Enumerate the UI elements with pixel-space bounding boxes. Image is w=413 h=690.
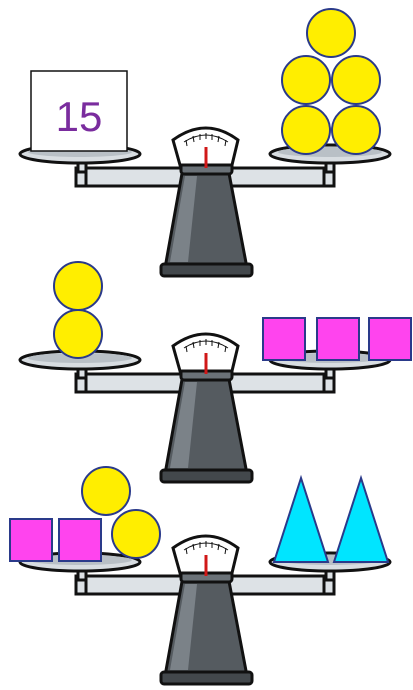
right-pan-items [274,478,388,562]
right-pan-items [282,9,380,154]
yellow-circle [307,9,355,57]
yellow-circle [54,310,102,358]
magenta-square [317,318,359,360]
right-pan-items [263,318,411,360]
left-pan-items [54,262,102,358]
balance-scale-1: 15 [20,9,390,276]
cyan-triangle [274,478,328,562]
yellow-circle [332,56,380,104]
yellow-circle [332,106,380,154]
balance-scale-3 [10,467,390,684]
yellow-circle [112,510,160,558]
left-pan-items [10,467,160,561]
magenta-square [10,519,52,561]
cyan-triangle [334,478,388,562]
yellow-circle [282,106,330,154]
balance-scale-2 [20,262,411,482]
number-card-value: 15 [56,93,103,140]
yellow-circle [282,56,330,104]
magenta-square [263,318,305,360]
magenta-square [59,519,101,561]
yellow-circle [54,262,102,310]
magenta-square [369,318,411,360]
yellow-circle [82,467,130,515]
